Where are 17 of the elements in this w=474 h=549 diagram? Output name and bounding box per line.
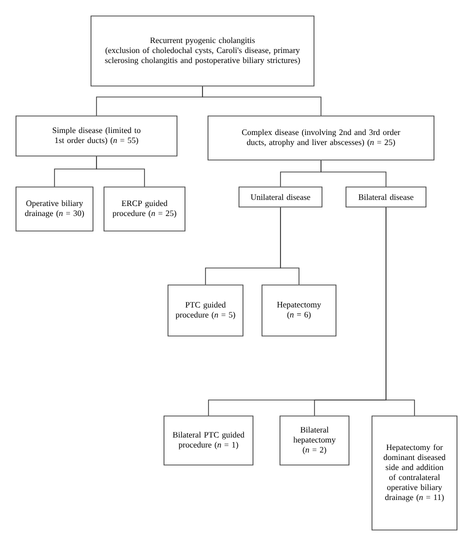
connector-line [320, 160, 386, 187]
process-box: Operative biliary drainage (n = 30) [16, 186, 94, 232]
process-box: Bilateral hepatectomy (n = 2) [280, 416, 350, 466]
connector-line [386, 207, 415, 416]
process-box: Complex disease (involving 2nd and 3rd order ducts, atrophy and liver abscesses) (n = 25) [208, 116, 434, 160]
connector-line [202, 86, 322, 116]
connector-line [96, 156, 145, 187]
process-box: Unilateral disease [238, 186, 322, 208]
process-box: PTC guided procedure (n = 5) [168, 284, 244, 336]
process-box: Simple disease (limited to 1st order ducts) (n = 55) [16, 116, 178, 156]
process-box: ERCP guided procedure (n = 25) [104, 186, 186, 232]
process-box: Hepatectomy for dominant diseased side and addition of contralateral operative biliary drainage (n = 11) [372, 416, 458, 530]
process-box: Recurrent pyogenic cholangitis (exclusion of choledochal cysts, Caroli's disease, primary sclerosing cholangitis and postoperative biliary strictures) [90, 16, 314, 86]
process-box: Bilateral disease [346, 186, 426, 208]
process-box: Bilateral PTC guided procedure (n = 1) [164, 416, 254, 466]
process-box: Hepatectomy (n = 6) [262, 284, 336, 336]
connector-line [280, 207, 300, 285]
